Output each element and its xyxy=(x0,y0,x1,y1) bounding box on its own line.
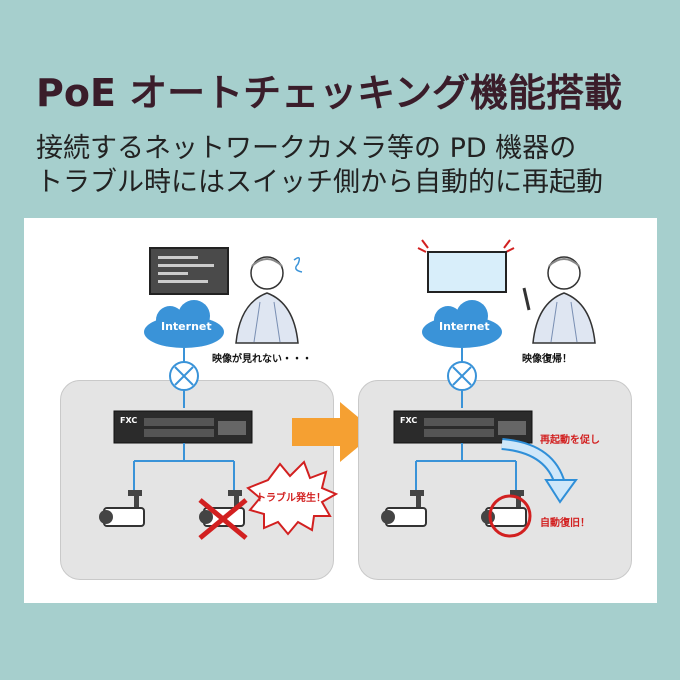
left-scene-graphics xyxy=(99,247,376,540)
monitor-error-icon xyxy=(149,247,229,295)
page-title: PoE オートチェッキング機能搭載 xyxy=(36,71,623,115)
right-person-caption: 映像復帰！ xyxy=(522,354,572,365)
left-switch-brand: FXC xyxy=(120,416,138,425)
subtitle-line-2: トラブル時にはスイッチ側から自動的に再起動 xyxy=(36,167,603,198)
internet-cloud-icon xyxy=(144,300,224,348)
restart-arrow-icon xyxy=(501,438,578,504)
internet-cloud-icon-2 xyxy=(422,300,502,348)
left-person-caption: 映像が見れない・・・ xyxy=(212,354,312,365)
camera-3-icon xyxy=(381,490,427,527)
transition-arrow-icon xyxy=(292,402,376,462)
alert-marks-icon xyxy=(417,239,515,253)
trouble-burst-icon xyxy=(246,460,339,536)
left-cloud-label: Internet xyxy=(161,320,212,333)
router-icon xyxy=(169,361,199,391)
right-scene-graphics xyxy=(381,239,596,538)
page-subtitle: 接続するネットワークカメラ等の PD 機器の トラブル時にはスイッチ側から自動的… xyxy=(36,132,603,200)
camera-1-icon xyxy=(99,490,145,527)
right-switch-brand: FXC xyxy=(400,416,418,425)
happy-person-icon xyxy=(522,256,596,344)
restart-label: 再起動を促し xyxy=(540,435,600,446)
poe-switch-icon-2 xyxy=(393,410,533,444)
monitor-ok-icon xyxy=(427,251,507,293)
poe-switch-icon xyxy=(113,410,253,444)
worried-person-icon xyxy=(235,256,303,344)
router-icon-2 xyxy=(447,361,477,391)
illustration-panel: 映像が見れない・・・ Internet FXC トラブル発生！ xyxy=(24,218,657,603)
camera-4-recovered-icon xyxy=(481,490,532,538)
camera-2-failed-icon xyxy=(198,490,248,540)
subtitle-line-1: 接続するネットワークカメラ等の PD 機器の xyxy=(36,133,577,164)
trouble-label: トラブル発生！ xyxy=(256,493,326,504)
recovery-label: 自動復旧！ xyxy=(540,518,590,529)
right-cloud-label: Internet xyxy=(439,320,490,333)
